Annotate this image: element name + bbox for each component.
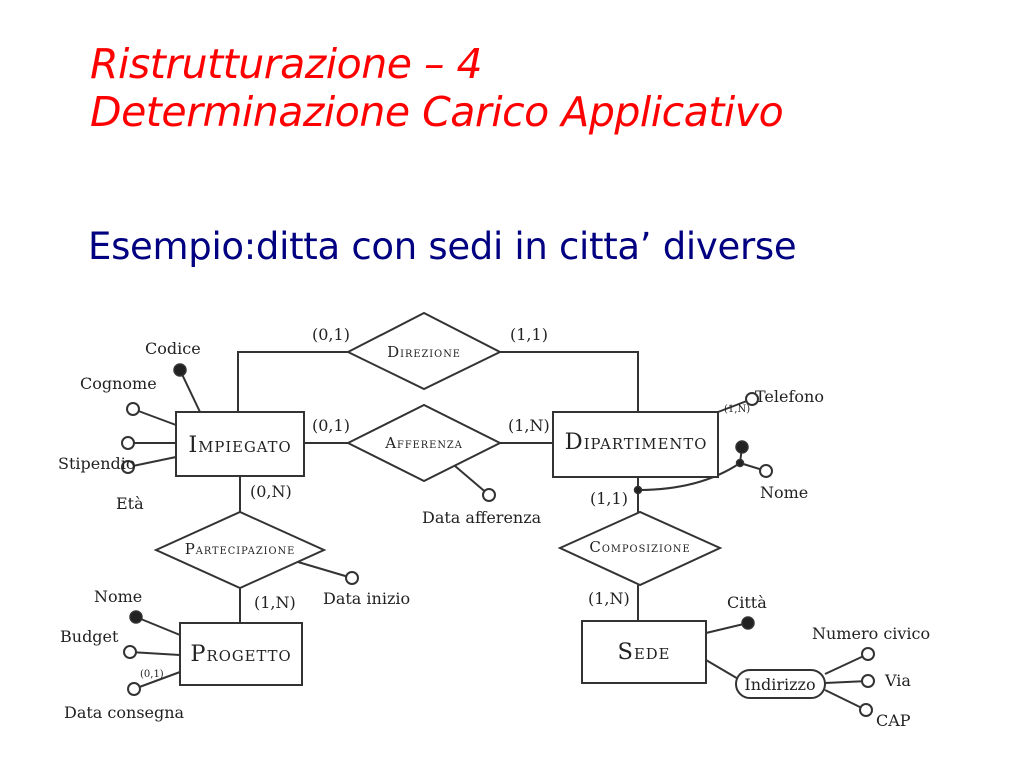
relationship-afferenza: AFFERENZA xyxy=(345,403,503,483)
attribute-cognome: Cognome xyxy=(80,374,157,393)
attribute-numero-civico: Numero civico xyxy=(812,624,930,643)
slide-title: Ristrutturazione – 4 Determinazione Cari… xyxy=(90,40,784,136)
relationship-direzione: DIREZIONE xyxy=(345,311,503,391)
attribute-data-consegna-marker xyxy=(127,682,141,696)
cardinality-imp-afferenza: (0,1) xyxy=(312,416,350,435)
connection-lines xyxy=(127,351,869,711)
attribute-indirizzo-label: Indirizzo xyxy=(744,675,815,694)
attribute-codice: Codice xyxy=(145,339,201,358)
attribute-cap-marker xyxy=(859,703,873,717)
entity-sede-label: SEDE xyxy=(618,639,671,665)
relationship-partecipazione: PARTECIPAZIONE xyxy=(153,510,327,590)
entity-sede: SEDE xyxy=(581,620,707,684)
entity-impiegato-label: IMPIEGATO xyxy=(188,432,291,458)
key-attribute-codice-marker xyxy=(173,363,187,377)
cardinality-imp-partecipazione: (0,N) xyxy=(250,482,292,501)
slide-subtitle: Esempio:ditta con sedi in citta’ diverse xyxy=(88,225,797,268)
attribute-cognome-marker xyxy=(126,402,140,416)
entity-dipartimento: DIPARTIMENTO xyxy=(552,411,719,478)
cardinality-prog-partecipazione: (1,N) xyxy=(254,593,296,612)
attribute-cap: CAP xyxy=(876,711,911,730)
attribute-eta: Età xyxy=(116,494,144,513)
attribute-stipendio: Stipendio xyxy=(58,454,136,473)
attribute-data-afferenza: Data afferenza xyxy=(422,508,542,527)
cardinality-data-consegna: (0,1) xyxy=(140,669,164,680)
attribute-via-marker xyxy=(861,674,875,688)
cardinality-telefono: (1,N) xyxy=(724,404,750,415)
key-attribute-nome-prog-marker xyxy=(129,610,143,624)
attribute-data-consegna: Data consegna xyxy=(64,703,185,722)
attribute-nome-dip: Nome xyxy=(760,483,808,502)
attribute-data-afferenza-marker xyxy=(482,488,496,502)
relationship-composizione: COMPOSIZIONE xyxy=(557,510,723,587)
relationship-composizione-label: COMPOSIZIONE xyxy=(589,538,690,556)
key-junction-marker xyxy=(735,458,745,468)
entity-dipartimento-label: DIPARTIMENTO xyxy=(565,429,708,455)
entity-impiegato: IMPIEGATO xyxy=(175,411,305,477)
attribute-nome-dip-marker xyxy=(759,464,773,478)
entity-progetto: PROGETTO xyxy=(179,622,303,686)
attribute-labels: Codice Cognome Stipendio Età Telefono No… xyxy=(58,339,930,730)
attribute-via: Via xyxy=(884,671,911,690)
attribute-indirizzo: Indirizzo xyxy=(735,669,826,699)
attribute-citta: Città xyxy=(727,593,767,612)
key-attribute-nome-dip-marker xyxy=(735,440,749,454)
relationship-afferenza-label: AFFERENZA xyxy=(384,434,463,452)
cardinality-dip-direzione: (1,1) xyxy=(510,325,548,344)
key-junction-composizione-marker xyxy=(633,485,643,495)
attribute-data-inizio-marker xyxy=(345,571,359,585)
attribute-nome-prog: Nome xyxy=(94,587,142,606)
attribute-data-inizio: Data inizio xyxy=(323,589,410,608)
key-attribute-citta-marker xyxy=(741,616,755,630)
title-line-1: Ristrutturazione – 4 xyxy=(90,40,483,88)
attribute-markers xyxy=(121,363,875,717)
attribute-budget-marker xyxy=(123,645,137,659)
relationship-direzione-label: DIREZIONE xyxy=(387,343,461,361)
cardinality-dip-composizione: (1,1) xyxy=(590,489,628,508)
title-line-2: Determinazione Carico Applicativo xyxy=(90,88,784,136)
entity-progetto-label: PROGETTO xyxy=(190,641,291,667)
cardinality-dip-afferenza: (1,N) xyxy=(508,416,550,435)
relationship-partecipazione-label: PARTECIPAZIONE xyxy=(185,540,296,558)
attribute-stipendio-marker xyxy=(121,436,135,450)
attribute-telefono: Telefono xyxy=(755,387,824,406)
attribute-numero-civico-marker xyxy=(861,647,875,661)
cardinality-imp-direzione: (0,1) xyxy=(312,325,350,344)
attribute-telefono-marker xyxy=(745,392,759,406)
cardinality-sede-composizione: (1,N) xyxy=(588,589,630,608)
cardinality-labels: (0,1) (1,1) (0,1) (1,N) (0,N) (1,N) (1,1… xyxy=(140,325,750,680)
attribute-budget: Budget xyxy=(60,627,119,646)
attribute-eta-marker xyxy=(121,460,135,474)
